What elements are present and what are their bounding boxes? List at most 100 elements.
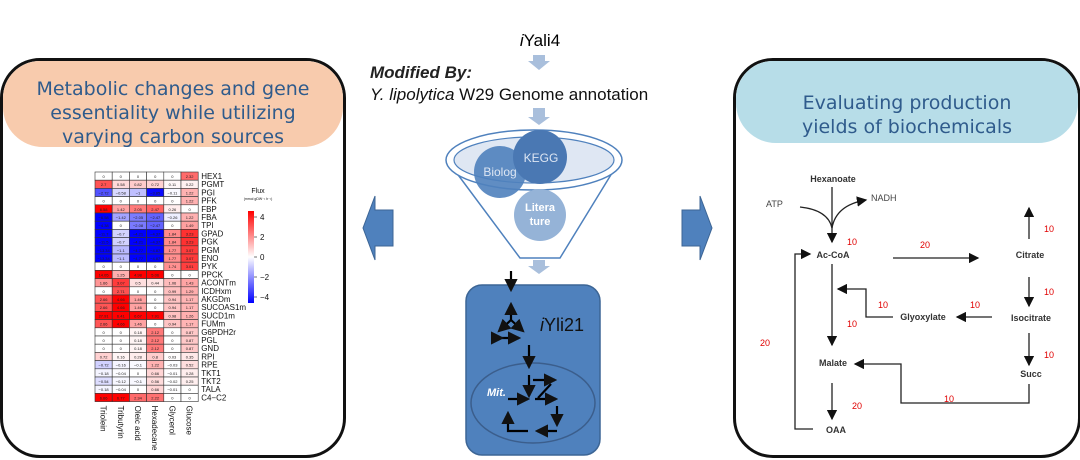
heatmap-cell-value: 1.22 (186, 215, 195, 220)
heatmap-cell-value: 1.77 (169, 256, 178, 261)
left-panel: Metabolic changes and gene essentiality … (0, 58, 346, 458)
heatmap-cell-value: 2.12 (151, 346, 160, 351)
heatmap-cell-value: 4.66 (117, 305, 126, 310)
left-arrow-icon (362, 195, 394, 261)
heatmap-cell-value: 1.46 (134, 305, 143, 310)
heatmap-cell-value: 2.32 (186, 174, 195, 179)
heatmap-cell-value: 3.01 (186, 264, 195, 269)
heatmap-cell-value: 1.25 (117, 272, 126, 277)
heatmap-cell-value: 0 (102, 346, 105, 351)
heatmap-cell-value: 1.77 (169, 248, 178, 253)
heatmap-cell-value: 0.94 (169, 322, 178, 327)
heatmap-cell-value: 0 (188, 387, 191, 392)
heatmap-row-label: RPE (201, 361, 217, 370)
heatmap-cell-value: 0 (171, 330, 174, 335)
heatmap-cell-value: 0 (102, 264, 105, 269)
heatmap-cell-value: 0.82 (134, 182, 143, 187)
heatmap-cell-value: 2.66 (100, 297, 109, 302)
down-arrow-icon (528, 260, 550, 274)
heatmap-cell-value: −0.16 (116, 363, 127, 368)
heatmap-cell-value: 6.67 (134, 313, 143, 318)
flux-label: 10 (1044, 350, 1054, 360)
heatmap-cell-value: 0 (137, 387, 140, 392)
heatmap-cell-value: −1.1 (117, 256, 126, 261)
heatmap-row-label: ACONTm (201, 279, 236, 288)
heatmap-cell-value: 0.18 (134, 346, 143, 351)
heatmap-cell-value: 3.07 (186, 248, 195, 253)
source-biolog (474, 146, 526, 198)
metabolite-oaa: OAA (826, 425, 847, 435)
heatmap-cell-value: −0.1 (134, 379, 143, 384)
heatmap-cell-value: −2.05 (133, 215, 144, 220)
heatmap-cell-value: −0.18 (99, 371, 110, 376)
heatmap-row-label: TALA (201, 385, 221, 394)
legend-tick-label: −2 (260, 273, 270, 282)
heatmap-row-label: PGK (201, 238, 219, 247)
heatmap-cell-value: 0 (171, 395, 174, 400)
heatmap-cell-value: 0 (171, 174, 174, 179)
heatmap-cell-value: −4.38 (99, 223, 110, 228)
heatmap-cell-value: 4.98 (134, 272, 143, 277)
heatmap-cell-value: 0 (171, 272, 174, 277)
heatmap-cell-value: 4.66 (117, 297, 126, 302)
metabolite-hexanoate: Hexanoate (810, 174, 856, 184)
heatmap-cell-value: 3.07 (117, 281, 126, 286)
heatmap-cell-value: −4.21 (133, 231, 144, 236)
heatmap-cell-value: 0.58 (117, 182, 126, 187)
mito-label: Mit. (487, 387, 506, 399)
heatmap-cell-value: −4.21 (133, 240, 144, 245)
heatmap-cell-value: −13.34 (97, 248, 110, 253)
heatmap-cell-value: 6.66 (100, 395, 109, 400)
legend-unit: (mmol gDW⁻¹ h⁻¹) (244, 197, 273, 201)
metabolite-glyoxylate: Glyoxylate (900, 312, 946, 322)
heatmap-cell-value: 0 (154, 264, 157, 269)
heatmap-row-label: TKT1 (201, 369, 221, 378)
flux-label: 10 (878, 300, 888, 310)
heatmap-row-label: PGMT (201, 180, 224, 189)
cofactor-nadh: NADH (871, 193, 897, 203)
heatmap-row-label: AKGDm (201, 295, 231, 304)
heatmap-cell-value: 6.41 (117, 313, 126, 318)
heatmap-cell-value: 0 (171, 199, 174, 204)
heatmap-cell-value: 0.28 (186, 371, 195, 376)
heatmap-cell-value: 2.71 (117, 289, 126, 294)
heatmap-column-label: Triolein (99, 406, 108, 432)
heatmap-row-label: GND (201, 344, 219, 353)
metabolite-accoa: Ac-CoA (817, 250, 850, 260)
heatmap-cell-value: 0.8 (152, 354, 158, 359)
heatmap-cell-value: 0.5 (135, 281, 141, 286)
arrow-nadh (831, 196, 868, 229)
heatmap-cell-value: 0 (120, 174, 123, 179)
arrow-succ-malate (853, 358, 1030, 404)
down-arrow-icon (528, 55, 550, 70)
heatmap-cell-value: 0 (120, 264, 123, 269)
heatmap-cell-value: −0.26 (167, 215, 178, 220)
heatmap-row-label: G6PDH2r (201, 328, 236, 337)
flux-label: 10 (1044, 287, 1054, 297)
heatmap-cell-value: 27.91 (99, 313, 110, 318)
right-panel-title: Evaluating production yields of biochemi… (736, 61, 1078, 143)
heatmap-cell-value: 14.05 (99, 272, 110, 277)
heatmap-cell-value: −4.87 (150, 248, 161, 253)
heatmap-cell-value: 2.66 (100, 305, 109, 310)
heatmap-cell-value: 2.34 (134, 395, 143, 400)
heatmap-cell-value: 0.35 (186, 354, 195, 359)
metabolite-citrate: Citrate (1016, 250, 1045, 260)
heatmap-cell-value: −0.54 (99, 379, 110, 384)
down-arrow-icon (528, 108, 550, 125)
cofactor-atp: ATP (766, 199, 783, 209)
heatmap-cell-value: −4.87 (150, 256, 161, 261)
heatmap-cell-value: −0.1 (134, 363, 143, 368)
heatmap-cell-value: −4.77 (133, 248, 144, 253)
heatmap-cell-value: 0.66 (151, 371, 160, 376)
heatmap-cell-value: 1.46 (134, 297, 143, 302)
heatmap-row-label: TPI (201, 221, 213, 230)
heatmap-cell-value: 6.58 (100, 207, 109, 212)
flux-label: 10 (944, 394, 954, 404)
heatmap-cell-value: 0 (137, 199, 140, 204)
heatmap-cell-value: 0.52 (186, 363, 195, 368)
metabolite-malate: Malate (819, 358, 847, 368)
heatmap-cell-value: 0 (171, 338, 174, 343)
heatmap-row-label: PYK (201, 262, 218, 271)
